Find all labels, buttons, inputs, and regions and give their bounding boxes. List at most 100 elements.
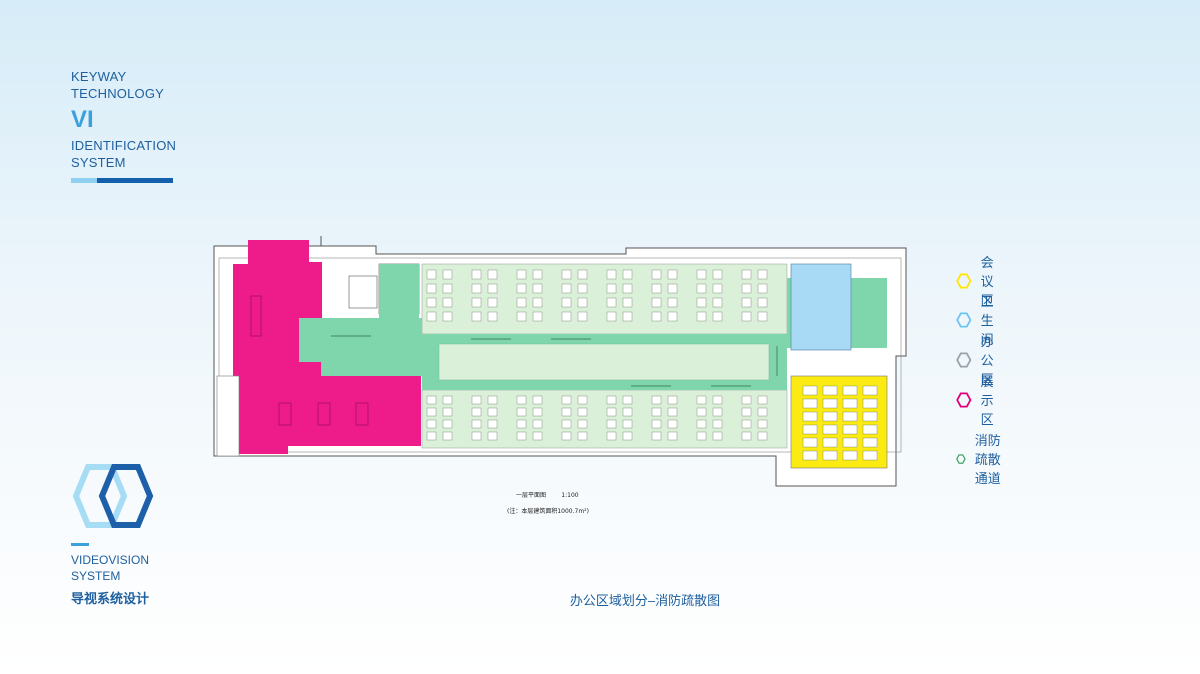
desk [696,407,707,417]
corridor-stair [379,264,419,320]
desk [577,311,588,322]
hexagon-evacuation-icon [956,453,966,464]
floor-plan: 一层平面图 1:100 (注：本层建筑面积1000.7m²) [211,236,911,515]
desk [487,419,498,429]
desk [757,269,768,280]
desk [516,269,527,280]
desk [667,395,678,405]
desk [516,419,527,429]
desk [606,297,617,308]
floor-plan-label: 一层平面图 1:100 [516,492,579,499]
desk [487,431,498,441]
floor-area-note: (注：本层建筑面积1000.7m²) [507,508,589,515]
desk [862,385,878,396]
desk [741,431,752,441]
desk [471,311,482,322]
desk [842,398,858,409]
desk [822,437,838,448]
desk [622,311,633,322]
desk [667,311,678,322]
desk [442,311,453,322]
legend-item-toilet: 卫生间 [956,291,1004,348]
desk [802,398,818,409]
desk [757,395,768,405]
desk [606,407,617,417]
desk [516,283,527,294]
desk [667,283,678,294]
desk [696,431,707,441]
desk [651,269,662,280]
desk [606,269,617,280]
desk [532,431,543,441]
desk [667,431,678,441]
desk [622,407,633,417]
desk [442,431,453,441]
desk [532,283,543,294]
desk [667,297,678,308]
outer-wall-inner [218,257,902,453]
hexagon-toilet-icon [956,311,972,328]
desk [862,437,878,448]
brand-line-1: KEYWAY [71,69,127,84]
desk [842,437,858,448]
desk [622,269,633,280]
desk [741,407,752,417]
desk [802,385,818,396]
brand-divider-light [71,178,97,183]
office-zone-top [421,263,788,335]
desk [651,297,662,308]
exhibit-furniture-3 [317,402,331,426]
desk [822,398,838,409]
desk [577,269,588,280]
desk [822,424,838,435]
desk [862,450,878,461]
desk [712,297,723,308]
desk [471,407,482,417]
desk [516,311,527,322]
desk [442,395,453,405]
desk [712,419,723,429]
desk [442,297,453,308]
desk [757,283,768,294]
desk [842,450,858,461]
desk [471,297,482,308]
desk [842,424,858,435]
legend-item-meeting: 会议区 [956,252,1004,309]
brand-divider-bar [71,178,173,183]
desk [561,283,572,294]
exhibit-furniture-2 [278,402,292,426]
desk [577,395,588,405]
desk [757,407,768,417]
desk [842,385,858,396]
exhibit-zone [233,240,322,454]
desk [802,437,818,448]
desk [606,283,617,294]
desk [622,419,633,429]
desk [651,395,662,405]
desk [741,297,752,308]
desk [802,411,818,422]
desk [802,424,818,435]
desk [696,419,707,429]
floor-plan-drawing [213,236,907,487]
desk [532,407,543,417]
desk [561,311,572,322]
desk [442,407,453,417]
desk [696,297,707,308]
desk [577,419,588,429]
legend-item-exhibit: 展示区 [956,371,1004,428]
desk [426,269,437,280]
desk [842,411,858,422]
desk [561,407,572,417]
desk [442,419,453,429]
desk [606,395,617,405]
desk [712,311,723,322]
desk [532,419,543,429]
desk [426,431,437,441]
desk [487,311,498,322]
desk [862,398,878,409]
desk [471,269,482,280]
desk [516,297,527,308]
desk [622,431,633,441]
desk [426,283,437,294]
